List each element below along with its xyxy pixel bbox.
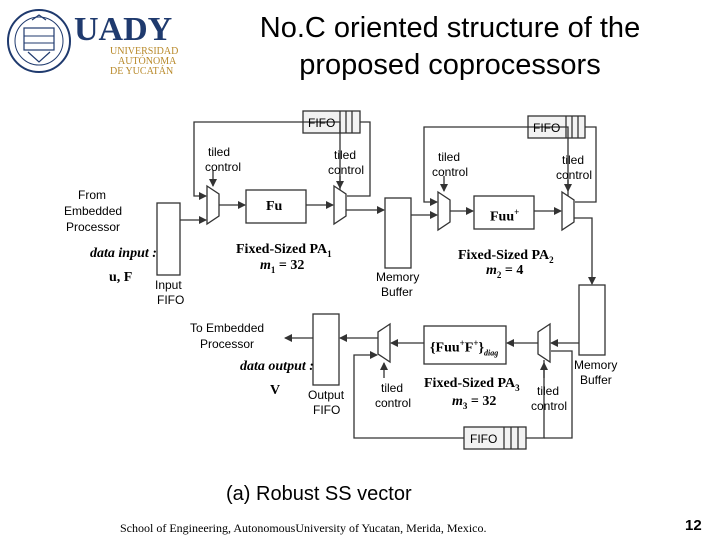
demux-2 [561,190,575,232]
title-line2: proposed coprocessors [299,49,601,81]
logo-line2: AUTÓNOMA [118,55,177,67]
logo-line1: UNIVERSIDAD [110,46,178,57]
tiled-control-5-b: control [375,396,412,410]
tiled-control-2-a: tiled [334,148,357,162]
demux-3 [377,322,391,364]
memory-buffer-2 [578,284,606,356]
seal-icon [7,9,71,73]
pa3-m: m3 = 32 [452,394,497,411]
tiled-control-1-a: tiled [208,145,231,159]
from-embedded-label-3: Processor [66,220,121,234]
tiled-control-3-b: control [432,165,469,179]
fifo-top-right-label: FIFO [533,121,561,135]
demux-1 [333,184,347,226]
to-embedded-label-1: To Embedded [190,321,265,335]
inputs-label: u, F [109,270,133,285]
tiled-control-6-b: control [531,399,568,413]
pa1-block-label: Fu [266,199,283,214]
pa2-m: m2 = 4 [486,263,524,280]
data-output-label: data output : [240,359,314,374]
mux-3 [537,322,551,364]
mux-1 [206,184,220,226]
pa1-m: m1 = 32 [260,258,305,275]
pa3-block-label: {Fuu+F+}diag [430,338,499,358]
data-input-label: data input : [90,246,157,261]
memory-buffer-1 [384,197,412,269]
memory-buffer-1-label-b: Buffer [381,285,413,299]
tiled-control-4-a: tiled [562,153,585,167]
logo-wordmark: UADY [74,11,172,48]
tiled-control-2-b: control [328,163,365,177]
output-fifo-label-2: FIFO [313,403,341,417]
fifo-bottom-label: FIFO [470,432,498,446]
output-v-label: V [270,383,281,398]
tiled-control-4-b: control [556,168,593,182]
logo-line3: DE YUCATÁN [110,65,173,76]
title-line1: No.C oriented structure of the [259,12,641,44]
pa2-title: Fixed-Sized PA2 [458,248,554,265]
memory-buffer-1-label-a: Memory [376,270,420,284]
from-embedded-label-1: From [78,188,106,202]
tiled-control-5-a: tiled [381,381,404,395]
output-fifo-label-1: Output [308,388,345,402]
memory-buffer-2-label-a: Memory [574,358,618,372]
input-fifo-label-1: Input [155,278,182,292]
tiled-control-1-b: control [205,160,242,174]
pa1-block [245,189,307,224]
tiled-control-3-a: tiled [438,150,461,164]
to-embedded-label-2: Processor [200,337,255,351]
pa3-title: Fixed-Sized PA3 [424,376,520,393]
figure-caption: (a) Robust SS vector [226,483,412,505]
footer-text: School of Engineering, AutonomousUnivers… [120,521,487,535]
output-fifo [312,313,340,386]
pa1-title: Fixed-Sized PA1 [236,242,332,259]
memory-buffer-2-label-b: Buffer [580,373,612,387]
pa2-block [473,195,535,230]
tiled-control-6-a: tiled [537,384,560,398]
mux-2 [437,190,451,232]
uady-logo: UADY UNIVERSIDAD AUTÓNOMA DE YUCATÁN [7,9,178,76]
page-number: 12 [685,517,702,534]
slide-title: No.C oriented structure of the proposed … [220,10,680,84]
input-fifo [156,202,181,276]
from-embedded-label-2: Embedded [64,204,123,218]
pa2-block-label: Fuu+ [490,207,520,225]
fifo-top-left-label: FIFO [308,116,336,130]
input-fifo-label-2: FIFO [157,293,185,307]
